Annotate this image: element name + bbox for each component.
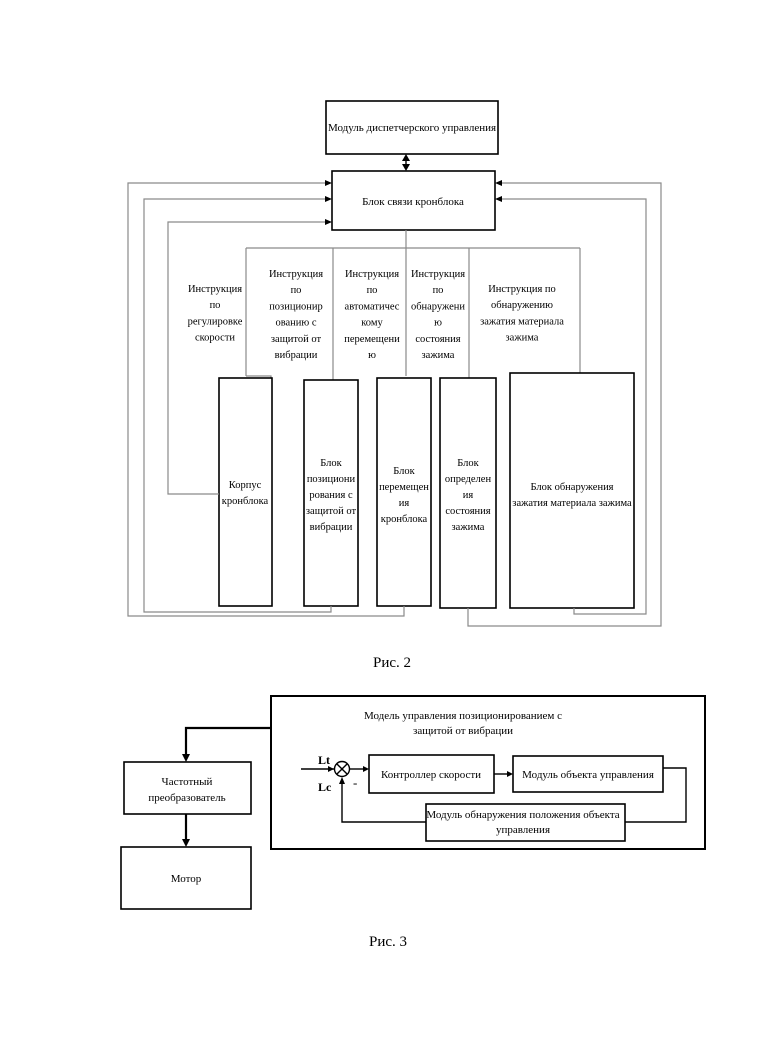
dispatch-module-label: Модуль диспетчерского управления: [328, 122, 496, 134]
blk1-line: Блок: [320, 458, 342, 469]
instr2-line: кому: [361, 318, 383, 329]
lt-label: Lt: [318, 753, 330, 767]
detectModule-line: Модуль обнаружения положения объекта: [426, 809, 619, 821]
arrow-right-icon: [325, 196, 332, 202]
arrow-right-icon: [507, 771, 513, 777]
minus-sign: -: [353, 775, 357, 790]
modelTitle-line: Модель управления позиционированием с: [364, 710, 562, 722]
blk1-line: рования с: [309, 490, 353, 501]
freq-converter-box: [124, 762, 251, 814]
instr1-line: ованию с: [275, 318, 316, 329]
object-module-label: Модуль объекта управления: [522, 769, 654, 781]
speed-controller-label: Контроллер скорости: [381, 769, 481, 781]
instr3-line: по: [433, 285, 444, 296]
blk2-line: кронблока: [381, 514, 428, 525]
detectModule-line: управления: [496, 824, 550, 836]
instr3-line: ю: [434, 318, 442, 329]
model-to-converter-line: [186, 728, 271, 755]
block-crown-body: [219, 378, 272, 606]
instr3-line: зажима: [422, 350, 455, 361]
instr1-line: Инструкция: [269, 269, 323, 280]
blk2-line: перемещен: [379, 482, 429, 493]
instruction-positioning: Инструкция по позиционир ованию с защитой от…: [269, 269, 323, 361]
instr2-line: автоматичес: [345, 301, 400, 312]
freqConv-line: Частотный: [162, 776, 213, 788]
blk3-line: определен: [445, 474, 492, 485]
blk1-line: защитой от: [306, 506, 357, 517]
comm-block-label: Блок связи кронблока: [362, 196, 464, 208]
arrow-right-icon: [363, 766, 369, 772]
blk3-line: состояния: [445, 506, 490, 517]
arrow-down-icon: [402, 164, 410, 171]
blk1-line: вибрации: [310, 522, 353, 533]
model-title: Модель управления позиционированием с защ…: [364, 710, 562, 737]
figure-3-caption: Рис. 3: [369, 934, 407, 950]
instr1-line: вибрации: [275, 350, 318, 361]
instr1-line: защитой от: [271, 334, 322, 345]
blk3-line: Блок: [457, 458, 479, 469]
instr0-line: по: [210, 300, 221, 311]
instruction-clamp-state: Инструкция по обнаружени ю состояния зажима: [411, 269, 465, 361]
instr1-line: позиционир: [269, 301, 323, 312]
blk0-line: Корпус: [229, 480, 262, 491]
motor-label: Мотор: [171, 873, 202, 885]
blk4-line: Блок обнаружения: [530, 482, 613, 493]
instr0-line: регулировке: [188, 316, 243, 327]
instr4-line: зажатия материала: [480, 316, 564, 327]
instr2-line: перемещени: [344, 334, 400, 345]
instr0-line: скорости: [195, 333, 235, 344]
arrow-up-icon: [402, 154, 410, 161]
instr4-line: зажима: [506, 333, 539, 344]
blk2-line: ия: [399, 498, 410, 509]
arrow-down-icon: [182, 754, 190, 762]
arrow-up-icon: [339, 777, 345, 784]
modelTitle-line: защитой от вибрации: [413, 725, 513, 737]
arrow-down-icon: [182, 839, 190, 847]
instr3-line: обнаружени: [411, 301, 465, 312]
blk3-line: зажима: [452, 522, 485, 533]
instruction-clamp-material: Инструкция по обнаружению зажатия материал…: [480, 284, 564, 344]
instr2-line: Инструкция: [345, 269, 399, 280]
instr3-line: Инструкция: [411, 269, 465, 280]
arrow-left-icon: [495, 196, 502, 202]
figure-2-caption: Рис. 2: [373, 655, 411, 671]
blk2-line: Блок: [393, 466, 415, 477]
instr1-line: по: [291, 285, 302, 296]
arrow-right-icon: [325, 180, 332, 186]
instruction-speed-regulation: Инструкция по регулировке скорости: [188, 284, 243, 344]
lc-label: Lc: [318, 780, 332, 794]
arrow-right-icon: [325, 219, 332, 225]
instr3-line: состояния: [415, 334, 460, 345]
figure-2: Модуль диспетчерского управления Блок св…: [128, 101, 661, 671]
blk3-line: ия: [463, 490, 474, 501]
arrow-left-icon: [495, 180, 502, 186]
figure-3: Модель управления позиционированием с защ…: [121, 696, 705, 950]
instruction-auto-move: Инструкция по автоматичес кому перемещени ю: [344, 269, 400, 361]
instr2-line: по: [367, 285, 378, 296]
instr4-line: Инструкция по: [488, 284, 556, 295]
blk0-line: кронблока: [222, 496, 269, 507]
blk1-line: позициони: [307, 474, 356, 485]
freqConv-line: преобразователь: [148, 792, 225, 804]
blk4-line: зажатия материала зажима: [512, 498, 632, 509]
instr0-line: Инструкция: [188, 284, 242, 295]
instr2-line: ю: [368, 350, 376, 361]
instr4-line: обнаружению: [491, 300, 553, 311]
